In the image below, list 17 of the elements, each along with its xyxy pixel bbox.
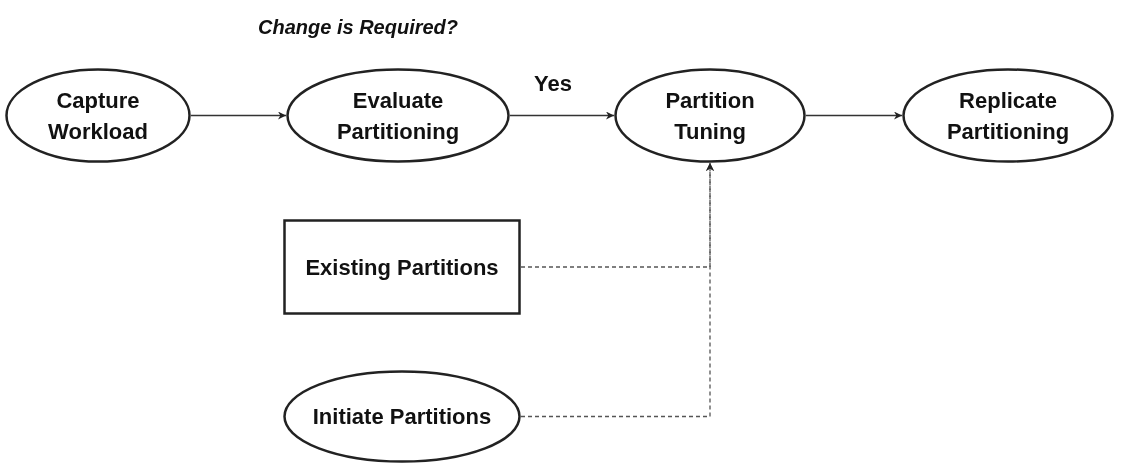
question-label: Change is Required?	[258, 16, 459, 39]
process-ellipse	[283, 370, 521, 463]
node-text: Initiate Partitions	[312, 403, 492, 431]
node-text: Evaluate Partitioning	[335, 86, 461, 146]
node-text: Partition Tuning	[664, 86, 756, 146]
process-box	[283, 219, 521, 315]
node-text: Existing Partitions	[305, 253, 499, 282]
process-ellipse	[5, 68, 191, 163]
node-text: Replicate Partitioning	[945, 86, 1071, 146]
node-text: Capture Workload	[47, 86, 149, 146]
process-ellipse	[286, 68, 510, 163]
arrow	[509, 111, 615, 120]
arrow	[805, 111, 903, 120]
dashed-arrow	[520, 162, 714, 418]
process-ellipse	[902, 68, 1114, 163]
process-ellipse	[614, 68, 806, 163]
arrow	[190, 111, 287, 120]
